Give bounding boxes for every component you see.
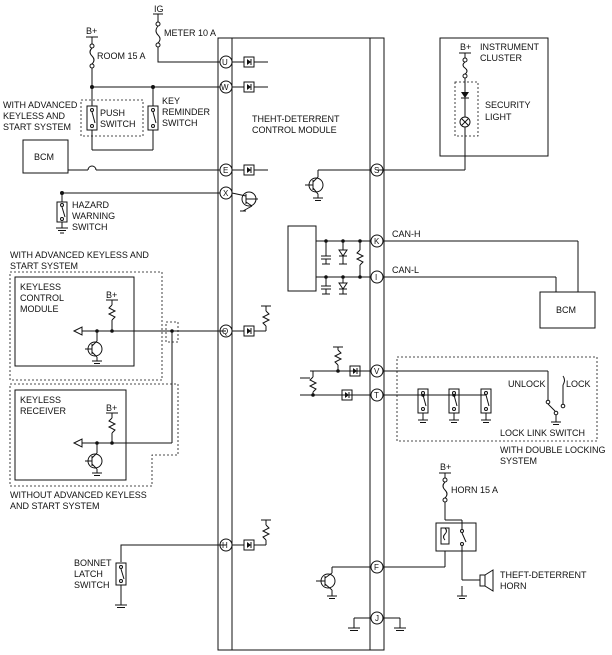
push-switch-label-1: PUSH	[100, 108, 125, 118]
lock-label: LOCK	[566, 379, 591, 389]
pin-v: V	[370, 364, 384, 378]
pin-t: T	[370, 388, 384, 402]
cluster-bplus-label: B+	[460, 42, 471, 52]
can-h-label: CAN-H	[392, 229, 421, 239]
pin-e-label: E	[223, 166, 228, 175]
security-light-label-2: LIGHT	[485, 112, 512, 122]
pin-s-label: S	[374, 166, 379, 175]
hazard-label-1: HAZARD	[72, 200, 110, 210]
lock-link-internal	[300, 346, 371, 401]
pin-w-label: W	[221, 83, 229, 92]
pin-x: X	[219, 186, 258, 212]
pin-t-label: T	[374, 391, 379, 400]
pin-h: H	[219, 519, 271, 552]
with-aks-label-2: KEYLESS AND	[3, 111, 66, 121]
bonnet-label-2: LATCH	[74, 569, 103, 579]
room-fuse-circuit: B+ ROOM 15 A	[86, 26, 226, 89]
pin-j-label: J	[375, 614, 379, 623]
instrument-cluster: INSTRUMENT CLUSTER B+ SECURITY LIGHT	[439, 37, 549, 170]
double-lock-label-2: SYSTEM	[500, 456, 537, 466]
without-aks-label-1: WITHOUT ADVANCED KEYLESS	[10, 490, 147, 500]
horn-label-2: HORN	[500, 581, 527, 591]
can-l-label: CAN-L	[392, 265, 419, 275]
with-aks-label-1: WITH ADVANCED	[3, 100, 78, 110]
pin-u-label: U	[222, 58, 228, 67]
pin-k-label: K	[374, 237, 380, 246]
bonnet-latch-circuit: BONNET LATCH SWITCH	[74, 544, 226, 608]
bcm-right-label: BCM	[556, 305, 576, 315]
hazard-warning-circuit: HAZARD WARNING SWITCH	[56, 191, 226, 234]
kcm-label-2: CONTROL	[20, 293, 64, 303]
kcm-bplus-label: B+	[106, 290, 117, 300]
pin-w: W	[219, 80, 268, 94]
bonnet-label-1: BONNET	[74, 558, 112, 568]
cluster-label-1: INSTRUMENT	[480, 42, 539, 52]
security-light-label-1: SECURITY	[485, 100, 531, 110]
theft-deterrent-control-module: THEHT-DETERRENT CONTROL MODULE	[217, 37, 385, 651]
receiver-label-1: KEYLESS	[20, 395, 61, 405]
key-reminder-label-1: KEY	[162, 96, 180, 106]
receiver-label-2: RECEIVER	[20, 406, 67, 416]
pin-f-label: F	[374, 563, 379, 572]
hazard-label-2: WARNING	[72, 211, 115, 221]
key-reminder-label-2: REMINDER	[162, 107, 211, 117]
kcm-label-3: MODULE	[20, 304, 59, 314]
pin-j: J	[348, 611, 406, 631]
pin-v-label: V	[374, 367, 380, 376]
horn-bplus-label: B+	[440, 462, 451, 472]
horn-fuse-label: HORN 15 A	[451, 485, 498, 495]
pin-i-label: I	[375, 273, 377, 282]
double-lock-label-1: WITH DOUBLE LOCKING	[500, 445, 606, 455]
without-aks-label-2: AND START SYSTEM	[10, 501, 100, 511]
ig-label: IG	[154, 4, 164, 14]
with-aks-label-3: START SYSTEM	[3, 122, 71, 132]
key-reminder-label-3: SWITCH	[162, 118, 198, 128]
bcm-left: BCM	[22, 139, 226, 174]
pin-q: Q B+	[219, 305, 271, 338]
lock-link-switch-group: UNLOCK LOCK LOCK LINK SWITCH WITH DOUBLE…	[383, 356, 606, 466]
push-switch-label-2: SWITCH	[100, 119, 136, 129]
module-title-line2: CONTROL MODULE	[252, 125, 337, 135]
keyless-receiver-group: KEYLESS RECEIVER B+ WITHOUT ADVANCED KEY…	[9, 331, 179, 511]
push-switch-group: WITH ADVANCED KEYLESS AND START SYSTEM P…	[3, 87, 144, 150]
unlock-label: UNLOCK	[508, 379, 546, 389]
room-fuse-label: ROOM 15 A	[97, 51, 146, 61]
with-aks-long-2: START SYSTEM	[10, 261, 78, 271]
bcm-left-label: BCM	[34, 152, 54, 162]
hazard-label-3: SWITCH	[72, 222, 108, 232]
meter-fuse-circuit: IG METER 10 A	[153, 4, 226, 63]
bplus-room-label: B+	[86, 26, 97, 36]
meter-fuse-label: METER 10 A	[164, 28, 216, 38]
pin-f: F	[316, 560, 384, 599]
horn-label-1: THEFT-DETERRENT	[500, 570, 587, 580]
key-reminder-switch: KEY REMINDER SWITCH	[92, 87, 211, 151]
pin-i: I	[370, 270, 384, 284]
horn-circuit: B+ HORN 15 A THEFT-DETERRENT HORN	[383, 462, 587, 599]
receiver-bplus-label: B+	[106, 403, 117, 413]
pin-k: K	[370, 234, 384, 248]
can-bus-wires: CAN-H CAN-L BCM	[383, 229, 596, 329]
cluster-label-2: CLUSTER	[480, 53, 523, 63]
lock-link-label: LOCK LINK SWITCH	[500, 428, 585, 438]
can-interface	[287, 225, 371, 295]
kcm-label-1: KEYLESS	[20, 282, 61, 292]
pin-x-label: X	[223, 189, 229, 198]
keyless-control-module-group: WITH ADVANCED KEYLESS AND START SYSTEM K…	[9, 250, 226, 381]
with-aks-long-1: WITH ADVANCED KEYLESS AND	[10, 250, 149, 260]
module-title-line1: THEHT-DETERRENT	[252, 114, 340, 124]
pin-s: S	[305, 163, 465, 201]
pin-u: U	[219, 55, 268, 69]
bonnet-label-3: SWITCH	[74, 580, 110, 590]
pin-e: E	[219, 163, 268, 177]
